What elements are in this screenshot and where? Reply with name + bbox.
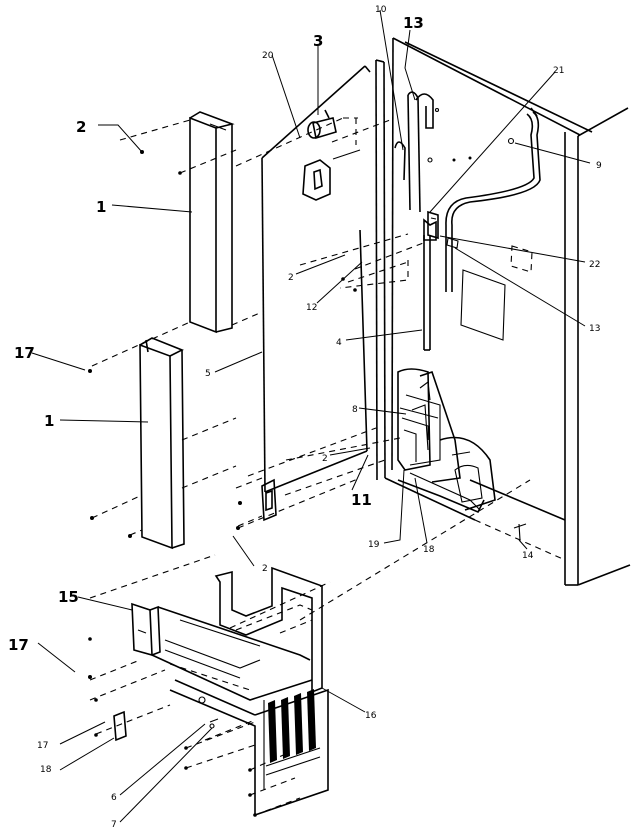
panel-part-1-upper (91, 111, 344, 367)
base-assembly (89, 566, 329, 816)
rod-part-4 (423, 218, 437, 351)
callout-18-left: 18 (40, 765, 52, 775)
callout-5: 5 (205, 369, 211, 379)
screw-part-14 (513, 523, 527, 541)
callout-1-lower: 1 (44, 412, 54, 430)
callout-labels: 2 1 17 1 3 20 10 13 21 9 22 13 2 12 4 5 … (8, 5, 602, 830)
dispenser-bracket (394, 91, 440, 213)
fastener-dots (88, 150, 472, 817)
hinge-bracket (261, 478, 277, 522)
panel-part-1-lower (91, 337, 237, 550)
callout-9: 9 (596, 161, 602, 171)
callout-13-top: 13 (403, 14, 424, 32)
callout-18-right: 18 (423, 545, 435, 555)
valve-bracket (427, 210, 439, 240)
callout-7: 7 (111, 820, 117, 830)
callout-16: 16 (365, 711, 377, 721)
cabinet-body (375, 37, 631, 586)
assembly-guides-lower (89, 437, 531, 629)
callout-1-upper: 1 (96, 198, 106, 216)
back-panel-part-5 (237, 65, 386, 529)
callout-2-upper-left: 2 (76, 118, 86, 136)
assembly-guides-upper (299, 117, 427, 289)
callout-11: 11 (351, 491, 372, 509)
water-tube (445, 107, 541, 292)
callout-2-mid: 2 (288, 273, 294, 283)
callout-20: 20 (262, 51, 274, 61)
callout-2-bottom: 2 (262, 564, 268, 574)
callout-8: 8 (352, 405, 358, 415)
callout-22: 22 (589, 260, 600, 270)
leader-lines (31, 9, 591, 823)
callout-19: 19 (368, 540, 380, 550)
callout-4: 4 (336, 338, 342, 348)
callout-6: 6 (111, 793, 117, 803)
callout-2-lower-mid: 2 (322, 454, 328, 464)
callout-21: 21 (553, 66, 564, 76)
callout-15: 15 (58, 588, 79, 606)
callout-17-bottom: 17 (37, 741, 48, 751)
control-knob-part-3 (302, 109, 361, 201)
callout-3: 3 (313, 32, 323, 50)
callout-14: 14 (522, 551, 534, 561)
callout-17-left: 17 (14, 344, 35, 362)
lower-mechanism (397, 368, 496, 514)
callout-17-lower: 17 (8, 636, 29, 654)
callout-10: 10 (375, 5, 387, 15)
callout-13-right: 13 (589, 324, 600, 334)
callout-12: 12 (306, 303, 317, 313)
